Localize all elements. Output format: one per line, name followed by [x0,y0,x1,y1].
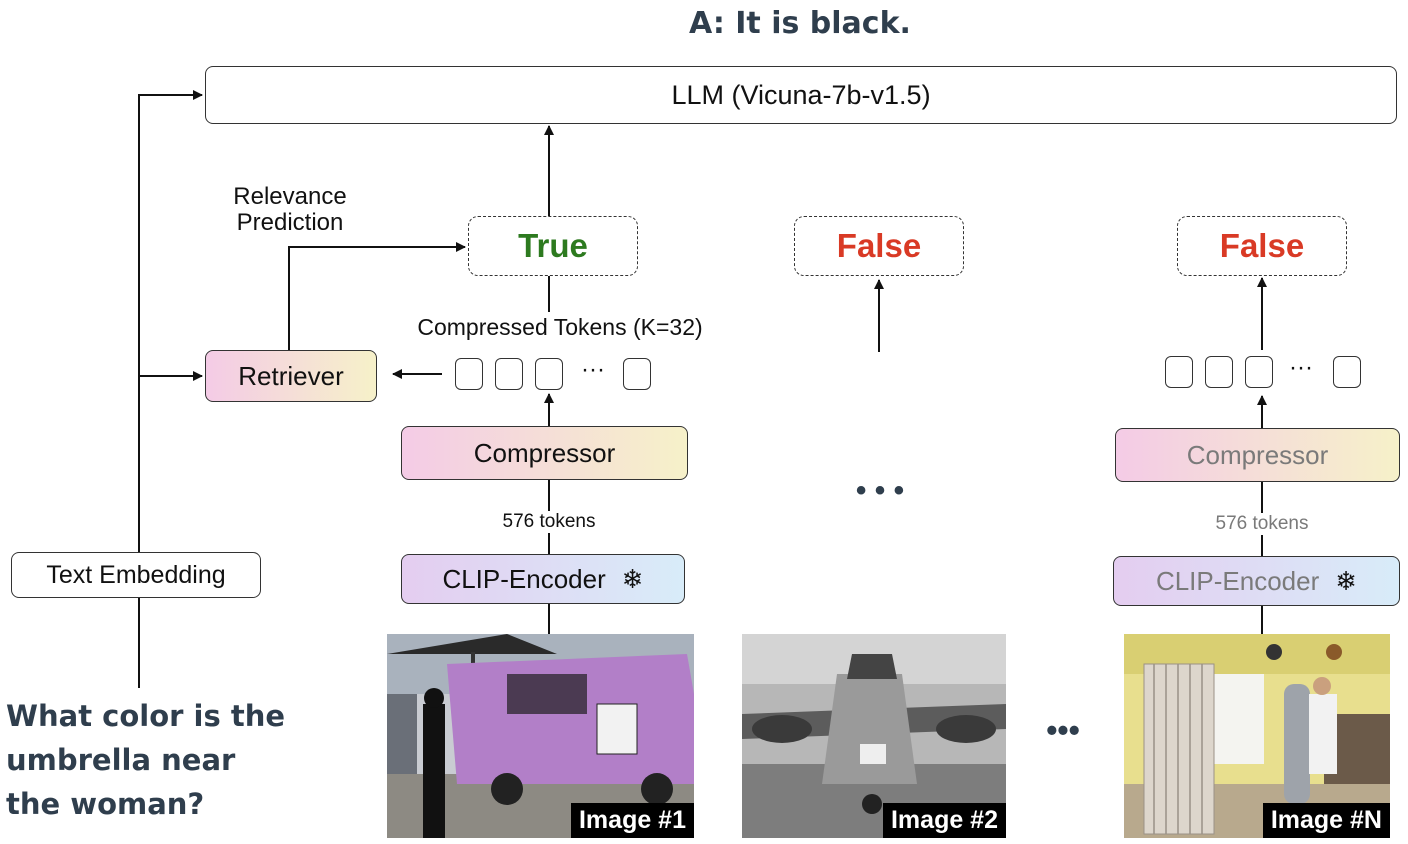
relevance-label-line-2: Prediction [236,209,344,236]
tokens-count-label-1: 576 tokens [474,511,624,533]
airplane-photo [742,634,1006,838]
prediction-box-2: False [794,216,964,276]
compressed-tokens-label: Compressed Tokens (K=32) [417,314,703,340]
text-embedding-box: Text Embedding [11,552,261,598]
question-line-3: the woman? [6,787,205,821]
image-label-1: Image #1 [570,803,694,838]
retriever-to-prediction-arrow [288,242,466,350]
food-truck-photo [387,634,694,838]
snowflake-icon: ❄ [1335,565,1358,596]
compressor-box-n: Compressor [1115,428,1400,482]
clip-encoder-box-n: CLIP-Encoder ❄ [1113,556,1400,606]
token-n-k [1333,356,1361,388]
token-n-2 [1205,356,1233,388]
compressor-box-1: Compressor [401,426,688,480]
token-k [623,358,651,390]
snowflake-icon: ❄ [621,563,644,594]
question-line-1: What color is the [6,699,286,733]
token-3 [535,358,563,390]
image-label-2: Image #2 [882,803,1006,838]
clip-encoder-box-1: CLIP-Encoder ❄ [401,554,685,604]
clip-encoder-label-n: CLIP-Encoder [1155,565,1320,596]
token-n-ellipsis: ··· [1289,354,1313,381]
prediction-box-1: True [468,216,638,276]
image-label-n: Image #N [1262,803,1390,838]
image-2: Image #2 [742,634,1006,838]
relevance-label-line-1: Relevance [233,183,347,210]
relevance-prediction-label: Relevance Prediction [200,184,380,236]
prediction-box-n: False [1177,216,1347,276]
answer-text: A: It is black. [689,6,911,41]
question-line-2: umbrella near [6,743,236,777]
token-n-1 [1165,356,1193,388]
clip-encoder-label-1: CLIP-Encoder [442,563,606,594]
retriever-box: Retriever [205,350,377,402]
branch-ellipsis: • • • [855,474,905,507]
token-1 [455,358,483,390]
image-ellipsis: ••• [1046,712,1080,748]
image-n: Image #N [1124,634,1390,838]
image-1: Image #1 [387,634,694,838]
token-n-3 [1245,356,1273,388]
token-ellipsis: ··· [581,356,605,383]
embedding-to-llm-arrow [138,90,203,552]
token-2 [495,358,523,390]
tokens-count-label-n: 576 tokens [1187,513,1337,535]
question-text: What color is the umbrella near the woma… [6,694,306,826]
llm-box: LLM (Vicuna-7b-v1.5) [205,66,1397,124]
